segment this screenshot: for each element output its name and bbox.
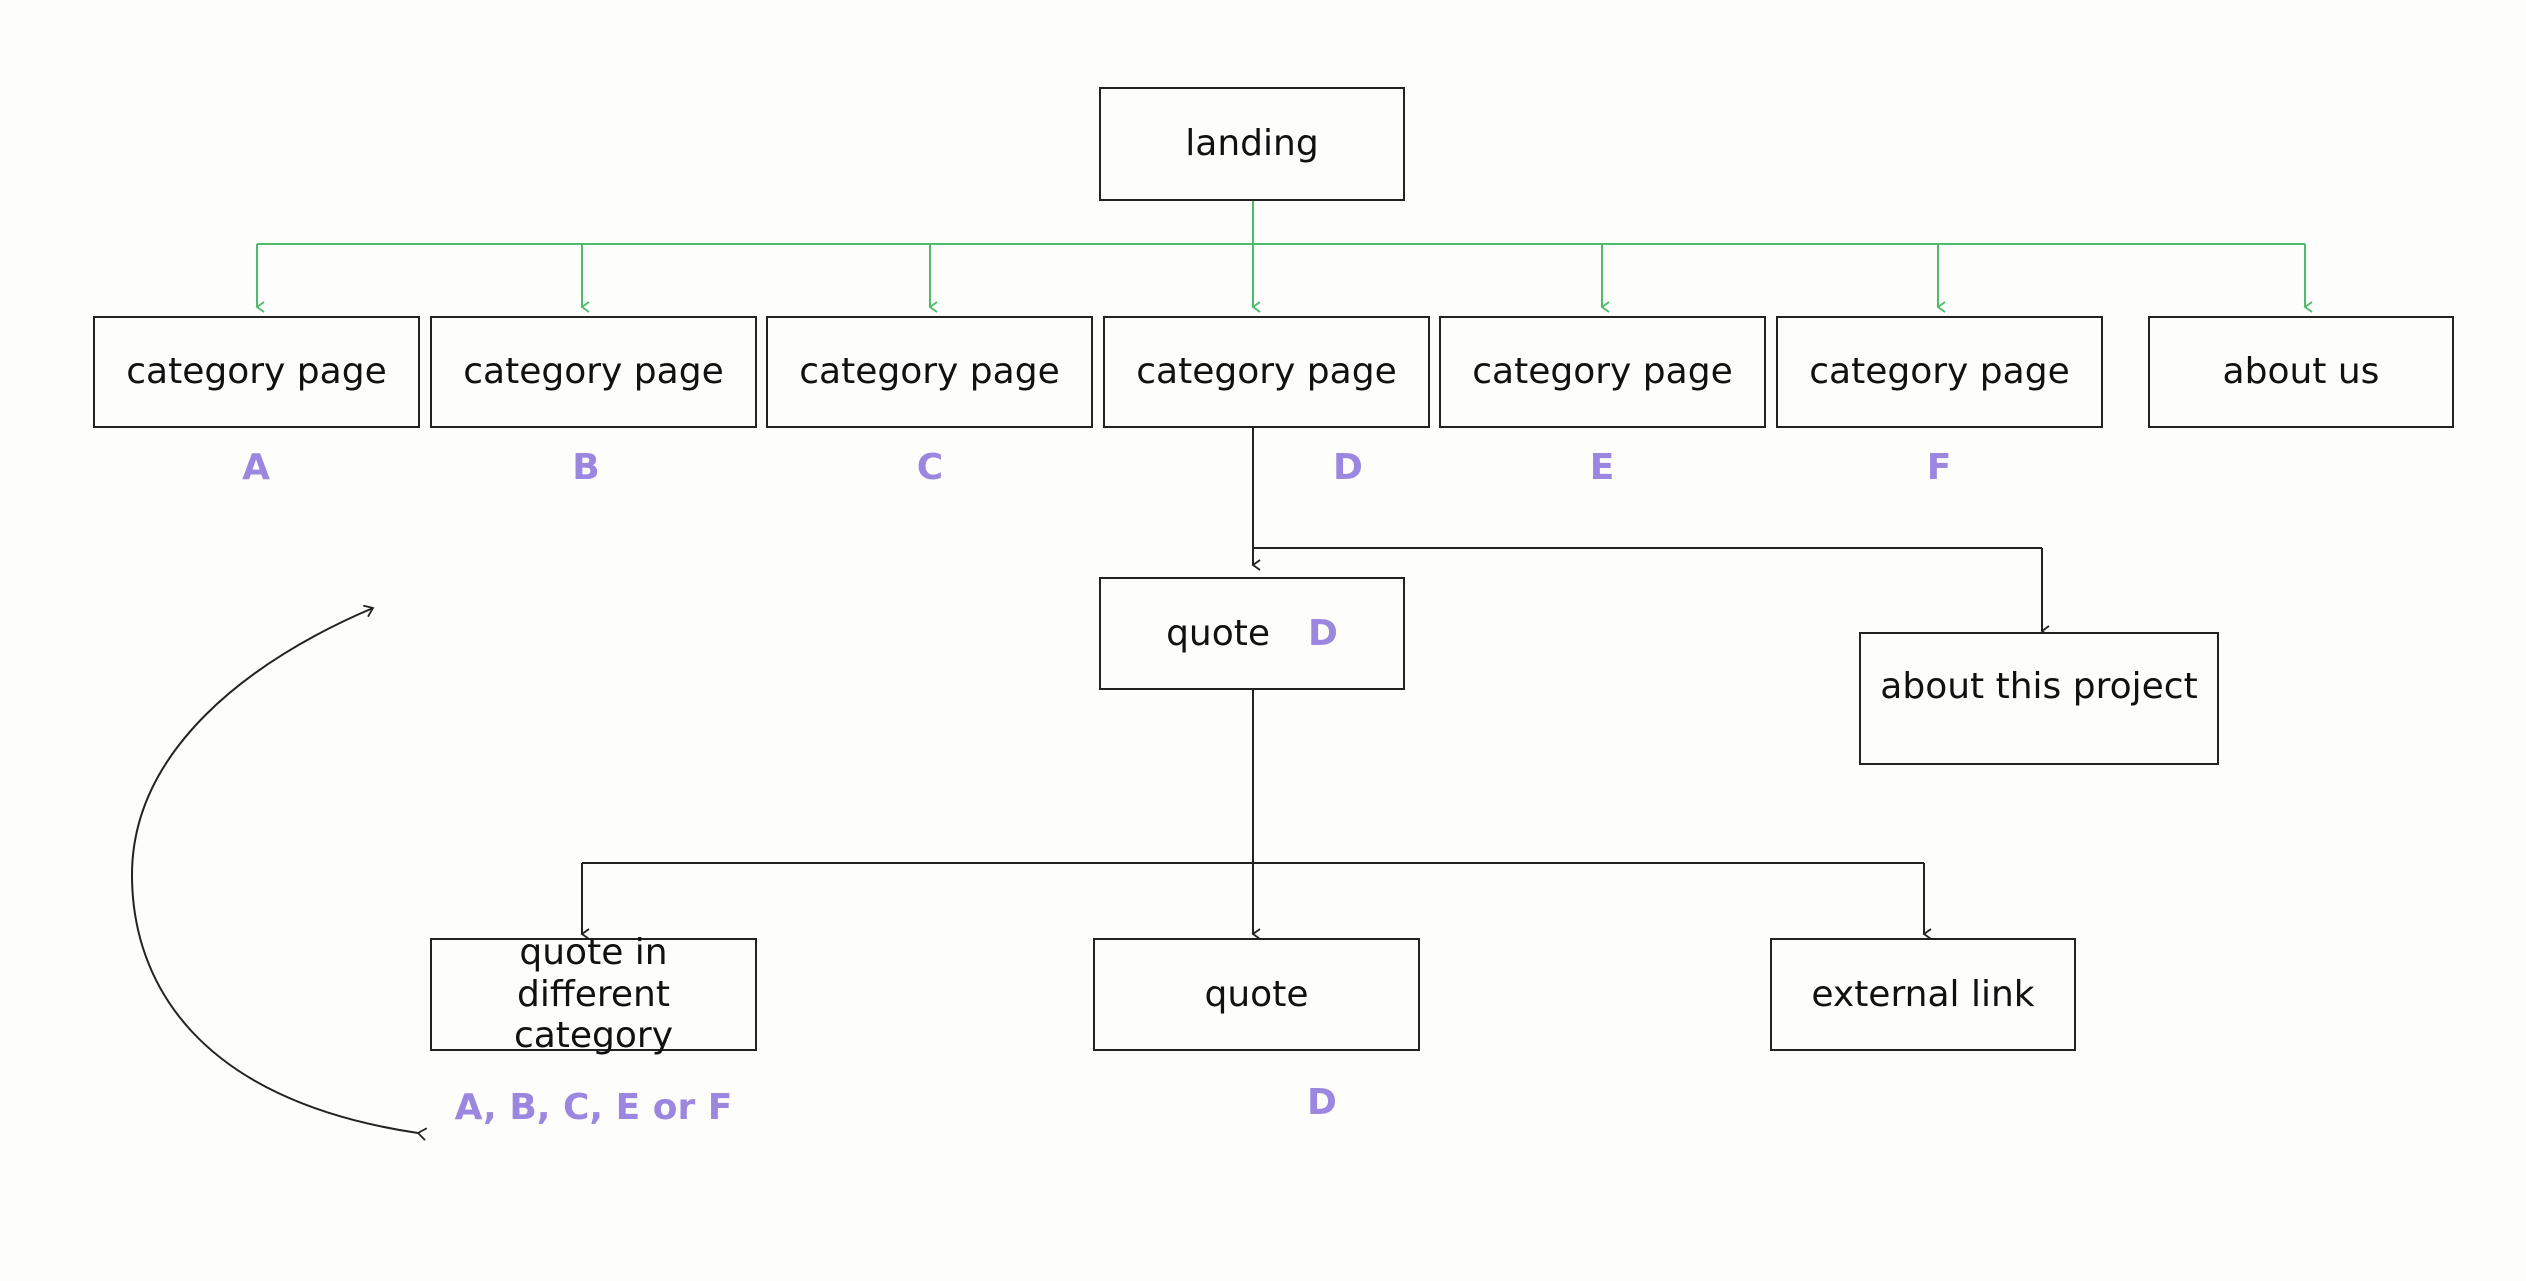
node-about-us-label: about us (2222, 351, 2380, 393)
letter-category-b: B (572, 447, 600, 488)
node-category-e: category page (1439, 316, 1766, 428)
node-category-d-label: category page (1136, 351, 1397, 393)
node-quote-label: quote (1204, 973, 1309, 1015)
letter-category-d: D (1333, 447, 1363, 488)
node-quote-d-label: quote (1166, 612, 1271, 654)
node-quote-different-category-label: quote in different category (513, 932, 674, 1057)
node-about-this-project-label: about this project (1880, 666, 2198, 707)
node-category-f: category page (1776, 316, 2103, 428)
node-about-this-project: about this project (1859, 632, 2219, 765)
letter-category-e: E (1589, 447, 1615, 488)
letter-category-c: C (916, 447, 944, 488)
category-d-connectors (1251, 428, 2050, 637)
landing-connectors (255, 200, 2313, 313)
node-category-f-label: category page (1809, 351, 2070, 393)
node-category-a-label: category page (126, 351, 387, 393)
node-category-d: category page (1103, 316, 1430, 428)
node-landing: landing (1099, 87, 1405, 201)
loop-arrow (130, 604, 428, 1141)
node-external-link: external link (1770, 938, 2076, 1051)
node-quote: quote (1093, 938, 1420, 1051)
node-about-us: about us (2148, 316, 2454, 428)
node-quote-d: quote D (1099, 577, 1405, 690)
node-category-e-label: category page (1472, 351, 1733, 393)
letter-quote-different-category: A, B, C, E or F (454, 1087, 733, 1128)
node-quote-different-category: quote in different category (430, 932, 757, 1056)
node-category-b-label: category page (463, 351, 724, 393)
letter-quote-d: D (1308, 612, 1338, 654)
quote-connectors (580, 690, 1932, 940)
node-category-b: category page (430, 316, 757, 428)
letter-category-a: A (242, 447, 270, 488)
letter-category-f: F (1926, 447, 1952, 488)
node-category-c-label: category page (799, 351, 1060, 393)
node-external-link-label: external link (1811, 973, 2035, 1015)
node-category-a: category page (93, 316, 420, 428)
node-landing-label: landing (1185, 123, 1319, 165)
node-category-c: category page (766, 316, 1093, 428)
letter-quote: D (1307, 1082, 1337, 1123)
